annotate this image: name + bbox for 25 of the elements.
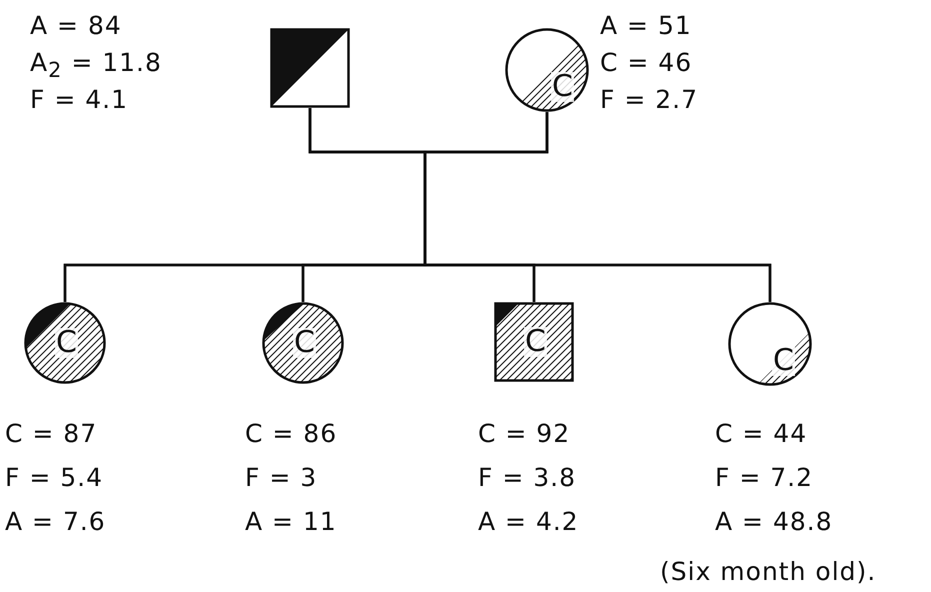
measurement-value: F = 2.7 [600, 86, 698, 114]
pedigree-line [424, 112, 772, 302]
measurement-value: A = 84 [30, 12, 122, 40]
measurement-value: F = 3 [245, 464, 318, 492]
measurement-value: C = 87 [5, 420, 98, 448]
measurement-value: C = 44 [715, 420, 808, 448]
measurement-value: F = 4.1 [30, 86, 128, 114]
symbol-letter: C [551, 72, 574, 102]
symbol-letter: C [772, 346, 795, 376]
symbol-letter: C [55, 328, 78, 358]
symbol-letter: C [293, 328, 316, 358]
measurement-value: C = 46 [600, 49, 692, 77]
measurement-value: F = 3.8 [478, 464, 576, 492]
measurement-value: A = 48.8 [715, 508, 833, 536]
note-text: (Six month old). [660, 558, 876, 586]
measurement-value: C = 86 [245, 420, 338, 448]
measurement-value: A = 4.2 [478, 508, 579, 536]
measurement-value: A$_{2}$ = 11.8 [30, 49, 162, 84]
measurement-value: A = 51 [600, 12, 692, 40]
symbol-letter: C [524, 327, 547, 357]
measurement-value: A = 7.6 [5, 508, 106, 536]
measurement-value: F = 5.4 [5, 464, 103, 492]
measurement-value: A = 11 [245, 508, 337, 536]
measurement-value: C = 92 [478, 420, 570, 448]
measurement-value: F = 7.2 [715, 464, 813, 492]
